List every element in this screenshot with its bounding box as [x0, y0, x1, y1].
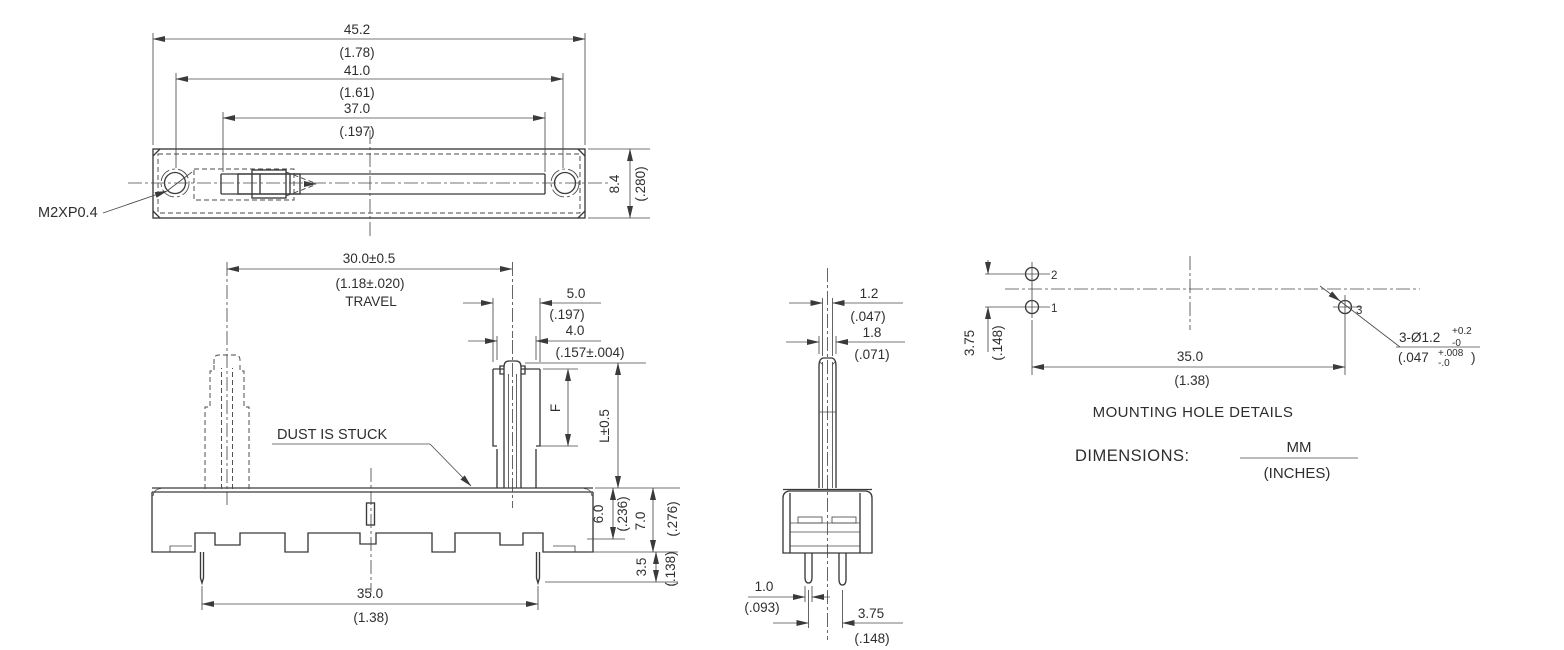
front-foot-lip-right — [553, 545, 576, 552]
dim-hole-pitch-in: (1.61) — [339, 85, 374, 100]
ext-45-2 — [152, 33, 586, 145]
ext-3-75-side — [808, 590, 843, 628]
dust-note-label: DUST IS STUCK — [277, 427, 387, 443]
dim-lever-outer-in: (.197) — [549, 307, 584, 322]
dim-slot-length-mm: 37.0 — [344, 101, 370, 116]
dim-body-height-in: (.280) — [633, 166, 648, 201]
top-view-body-outline — [152, 148, 586, 219]
dim-lever-inner-in: (.157±.004) — [556, 345, 625, 360]
top-view-slider-lines — [259, 174, 291, 194]
ext-41-0 — [175, 73, 564, 168]
top-view-left-hole-thread — [160, 168, 190, 198]
top-view-slot — [220, 173, 546, 195]
hole-spec-in-close: ) — [1471, 350, 1476, 365]
thread-callout-leader — [102, 190, 168, 214]
side-view: 1.2 (.047) 1.8 (.071) 1.0 (.093) 3.75 (.… — [744, 268, 905, 646]
dim-lever-inner-mm: 4.0 — [566, 323, 585, 338]
dim-body-total-mm: 7.0 — [633, 512, 648, 531]
ext-5-0 — [492, 298, 541, 362]
dim-pin-length-in: (.138) — [663, 551, 678, 586]
dim-travel-caption: TRAVEL — [345, 294, 397, 309]
dim-hole-pitch-mm: 41.0 — [344, 63, 370, 78]
dim-pin-pitch-in: (.148) — [854, 631, 889, 646]
dust-note-leader — [429, 443, 472, 487]
ext-4-0 — [496, 336, 537, 360]
front-left-pin — [199, 552, 205, 586]
dim-l-label: L±0.5 — [597, 409, 612, 443]
top-view: 45.2 (1.78) 41.0 (1.61) 37.0 (.197) 8.4 … — [38, 22, 650, 236]
hole-spec-tol-plus: +0.2 — [1452, 326, 1472, 337]
hole-spec-leader — [1339, 300, 1401, 348]
dim-overall-width-in: (1.78) — [339, 45, 374, 60]
ext-8-4 — [588, 148, 650, 219]
front-center-window — [365, 502, 376, 526]
side-right-pin — [838, 553, 847, 586]
units-note: DIMENSIONS: MM (INCHES) — [1075, 439, 1358, 482]
units-note-label: DIMENSIONS: — [1075, 447, 1190, 465]
ext-37-0 — [222, 112, 546, 172]
dim-body-total-in: (.276) — [665, 501, 680, 536]
front-lever — [492, 340, 541, 508]
dim-f-label: F — [548, 404, 563, 412]
side-left-pin — [804, 553, 813, 584]
dim-slot-length-in: (.197) — [339, 124, 374, 139]
ext-right-stack — [545, 487, 680, 583]
dim-lever-base-mm: 1.8 — [863, 325, 882, 340]
front-lever-phantom — [204, 262, 250, 505]
thread-callout-label: M2XP0.4 — [38, 205, 98, 221]
dim-pin-width-in: (.093) — [744, 600, 779, 615]
dim-overall-width-mm: 45.2 — [344, 22, 370, 37]
dim-pin-length-mm: 3.5 — [634, 558, 649, 577]
front-deck — [152, 487, 593, 493]
hole-spec-in-tol-plus: +.008 — [1438, 348, 1464, 359]
dim-body-height-mm: 8.4 — [607, 174, 622, 193]
mounting-hole-view: 2 1 3 3.75 (.148) 35.0 (1.38) 3-Ø1.2 +0.… — [962, 256, 1480, 421]
dim-body-depth-mm: 6.0 — [591, 505, 606, 524]
dim-lever-outer-mm: 5.0 — [567, 286, 586, 301]
top-view-slider-knob — [237, 173, 301, 195]
side-body — [782, 488, 873, 554]
dim-travel-in: (1.18±.020) — [336, 276, 405, 291]
dim-row-offset-mm: 3.75 — [962, 330, 977, 356]
hole-spec-leader-arrow — [1319, 285, 1341, 302]
mount-hole-3-label: 3 — [1356, 305, 1362, 317]
ext-1-2 — [822, 298, 833, 356]
dim-travel-mm: 30.0±0.5 — [343, 251, 395, 266]
hole-spec-in-tol-minus: -.0 — [1438, 358, 1450, 369]
front-view: 30.0±0.5 (1.18±.020) TRAVEL 5.0 (.197) 4… — [151, 251, 680, 625]
hole-spec-tol-minus: -0 — [1452, 338, 1461, 349]
dim-row-offset-in: (.148) — [990, 325, 1005, 360]
units-note-inches: (INCHES) — [1264, 465, 1331, 482]
dim-lever-tip-mm: 1.2 — [860, 286, 879, 301]
top-view-slider-phantom — [193, 168, 295, 201]
dim-body-depth-in: (.236) — [615, 496, 630, 531]
thread-callout-leader-tail — [166, 171, 193, 192]
hole-spec-mm: 3-Ø1.2 — [1399, 330, 1440, 345]
mount-hole-2-label: 2 — [1051, 270, 1057, 282]
front-body-profile — [151, 492, 594, 553]
dim-hole-span-mm: 35.0 — [1177, 349, 1203, 364]
mount-hole-1-label: 1 — [1051, 303, 1057, 315]
front-foot-lip-left — [169, 545, 192, 552]
mount-hole-crosses — [985, 262, 1362, 320]
front-deck-corner-hooks — [152, 488, 593, 497]
dim-pin-span-mm: 35.0 — [357, 586, 383, 601]
side-lever — [818, 357, 837, 488]
hole-spec-in-open: (.047 — [1398, 350, 1429, 365]
dim-hole-span-in: (1.38) — [1174, 373, 1209, 388]
ext-f-l — [525, 362, 646, 447]
top-view-slider-boss — [251, 169, 287, 199]
dim-lever-base-in: (.071) — [854, 347, 889, 362]
top-view-corner-chamfers — [152, 148, 586, 219]
dim-pin-pitch-mm: 3.75 — [858, 606, 884, 621]
mounting-view-title: MOUNTING HOLE DETAILS — [1093, 404, 1294, 421]
dim-pin-span-in: (1.38) — [353, 610, 388, 625]
dim-lever-tip-in: (.047) — [850, 309, 885, 324]
dim-pin-width-mm: 1.0 — [755, 579, 774, 594]
units-note-mm: MM — [1287, 439, 1312, 456]
top-view-body-inner-dashed — [157, 153, 581, 214]
front-right-pin — [535, 552, 541, 586]
